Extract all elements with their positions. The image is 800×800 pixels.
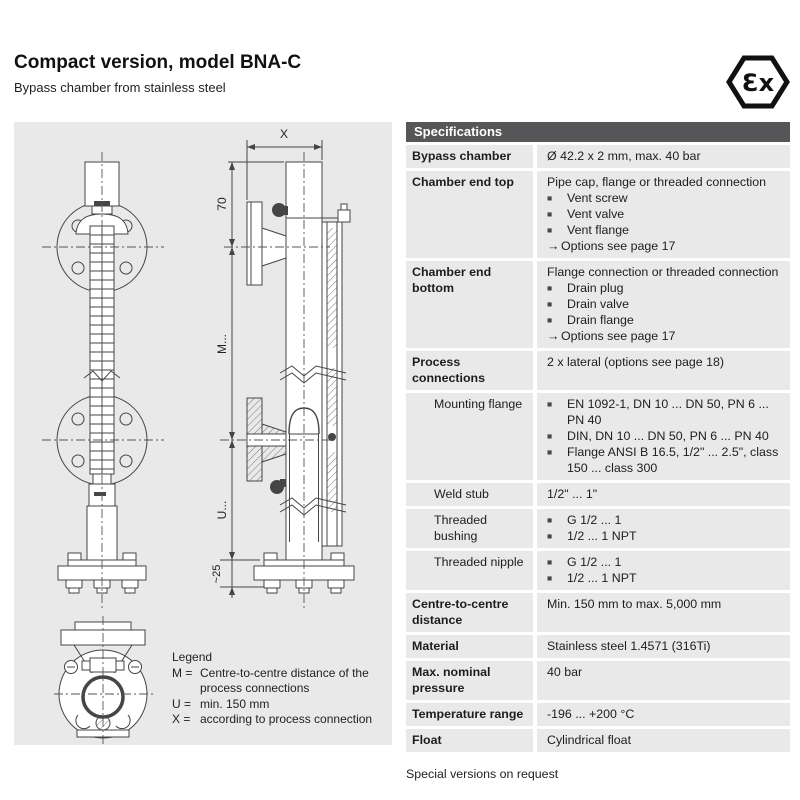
spec-label: Temperature range (406, 703, 533, 726)
spec-label: Mounting flange (406, 393, 533, 480)
spec-text: Flange ANSI B 16.5, 1/2" ... 2.5", class… (567, 445, 779, 475)
side-view (246, 161, 355, 594)
center-lines (42, 152, 330, 745)
bullet-square-icon: ■ (547, 431, 553, 441)
spec-value: 40 bar (537, 661, 790, 700)
legend-key: M = (172, 665, 193, 680)
spec-value: Stainless steel 1.4571 (316Ti) (537, 635, 790, 658)
drawing-legend: Legend M = Centre-to-centre distance of … (172, 650, 390, 728)
spec-text: Options see page 17 (561, 329, 676, 343)
spec-text: Vent screw (567, 191, 628, 205)
legend-title: Legend (172, 650, 213, 664)
bullet-square-icon: ■ (547, 315, 553, 325)
legend-key: X = (172, 712, 191, 726)
arrow-right-icon: → (547, 329, 560, 343)
spec-text: Drain flange (567, 313, 634, 327)
bullet-square-icon: ■ (547, 299, 553, 309)
legend-item: M = Centre-to-centre distance of the pro… (172, 666, 390, 697)
specifications-header: Specifications (406, 122, 790, 142)
spec-text: Drain valve (567, 297, 629, 311)
spec-text: Flange connection or threaded connection (547, 265, 779, 279)
spec-text: G 1/2 ... 1 (567, 513, 622, 527)
spec-label: Threaded nipple (406, 551, 533, 590)
dim-label-x: X (280, 127, 288, 141)
spec-value: Flange connection or threaded connection… (537, 261, 790, 348)
bullet-square-icon: ■ (547, 209, 553, 219)
spec-label: Float (406, 729, 533, 752)
spec-label: Material (406, 635, 533, 658)
spec-text: EN 1092-1, DN 10 ... DN 50, PN 6 ... PN … (567, 397, 769, 427)
spec-text: 40 bar (547, 665, 583, 679)
spec-text: Cylindrical float (547, 733, 632, 747)
spec-text: Vent flange (567, 223, 630, 237)
spec-text: Ø 42.2 x 2 mm, max. 40 bar (547, 149, 701, 163)
bullet-square-icon: ■ (547, 531, 553, 541)
spec-value: Pipe cap, flange or threaded connection … (537, 171, 790, 258)
spec-text: 1/2 ... 1 NPT (567, 571, 637, 585)
spec-label: Centre-to-centre distance (406, 593, 533, 632)
spec-label: Chamber end bottom (406, 261, 533, 348)
footnote: Special versions on request (406, 767, 559, 781)
bullet-square-icon: ■ (547, 557, 553, 567)
specifications-section: Specifications Bypass chamber Ø 42.2 x 2… (406, 122, 790, 781)
bullet-square-icon: ■ (547, 515, 553, 525)
legend-key: U = (172, 696, 192, 711)
dimension-labels: X 70 M... U... ~25 (211, 127, 288, 583)
spec-text: -196 ... +200 °C (547, 707, 635, 721)
spec-value: Min. 150 mm to max. 5,000 mm (537, 593, 790, 632)
legend-item: U = min. 150 mm (172, 697, 390, 713)
dim-label-25: ~25 (211, 565, 223, 584)
technical-drawing: X 70 M... U... ~25 (42, 127, 355, 745)
spec-text: DIN, DN 10 ... DN 50, PN 6 ... PN 40 (567, 429, 769, 443)
legend-value: Centre-to-centre distance of the process… (200, 665, 369, 696)
page-subtitle: Bypass chamber from stainless steel (14, 80, 226, 95)
spec-text: 2 x lateral (options see page 18) (547, 355, 725, 369)
atex-ex-logo-icon: Ɛx (726, 55, 790, 109)
bullet-square-icon: ■ (547, 399, 553, 409)
arrow-right-icon: → (547, 239, 560, 253)
spec-text: Min. 150 mm to max. 5,000 mm (547, 597, 722, 611)
spec-label: Chamber end top (406, 171, 533, 258)
spec-value: ■ G 1/2 ... 1 ■ 1/2 ... 1 NPT (537, 509, 790, 548)
spec-text: 1/2" ... 1" (547, 487, 598, 501)
spec-value: Ø 42.2 x 2 mm, max. 40 bar (537, 145, 790, 168)
dim-label-m: M... (215, 334, 229, 354)
bullet-square-icon: ■ (547, 283, 553, 293)
spec-value: Cylindrical float (537, 729, 790, 752)
atex-ex-text: Ɛx (742, 69, 775, 97)
dimension-lines (220, 140, 323, 598)
legend-value: min. 150 mm (200, 696, 270, 711)
spec-text: Drain plug (567, 281, 624, 295)
spec-text: Pipe cap, flange or threaded connection (547, 175, 767, 189)
spec-label: Threaded bushing (406, 509, 533, 548)
legend-item: X = according to process connection (172, 712, 390, 728)
spec-text: Stainless steel 1.4571 (316Ti) (547, 639, 711, 653)
spec-value: 2 x lateral (options see page 18) (537, 351, 790, 390)
bullet-square-icon: ■ (547, 573, 553, 583)
spec-text: Vent valve (567, 207, 625, 221)
legend-value: according to process connection (200, 712, 373, 726)
bullet-square-icon: ■ (547, 225, 553, 235)
spec-text: G 1/2 ... 1 (567, 555, 622, 569)
bullet-square-icon: ■ (547, 447, 553, 457)
page-title: Compact version, model BNA-C (14, 52, 302, 73)
spec-value: -196 ... +200 °C (537, 703, 790, 726)
spec-text: 1/2 ... 1 NPT (567, 529, 637, 543)
technical-drawing-panel: X 70 M... U... ~25 Legend M = Centre-to-… (14, 122, 392, 745)
spec-value: ■ EN 1092-1, DN 10 ... DN 50, PN 6 ... PN… (537, 393, 790, 480)
spec-label: Process connections (406, 351, 533, 390)
specifications-table: Bypass chamber Ø 42.2 x 2 mm, max. 40 ba… (406, 145, 790, 752)
bullet-square-icon: ■ (547, 193, 553, 203)
spec-label: Max. nominal pressure (406, 661, 533, 700)
spec-text: Options see page 17 (561, 239, 676, 253)
dim-label-u: U... (215, 501, 229, 520)
spec-label: Weld stub (406, 483, 533, 506)
dim-label-70: 70 (215, 197, 229, 211)
spec-value: 1/2" ... 1" (537, 483, 790, 506)
spec-value: ■ G 1/2 ... 1 ■ 1/2 ... 1 NPT (537, 551, 790, 590)
spec-label: Bypass chamber (406, 145, 533, 168)
